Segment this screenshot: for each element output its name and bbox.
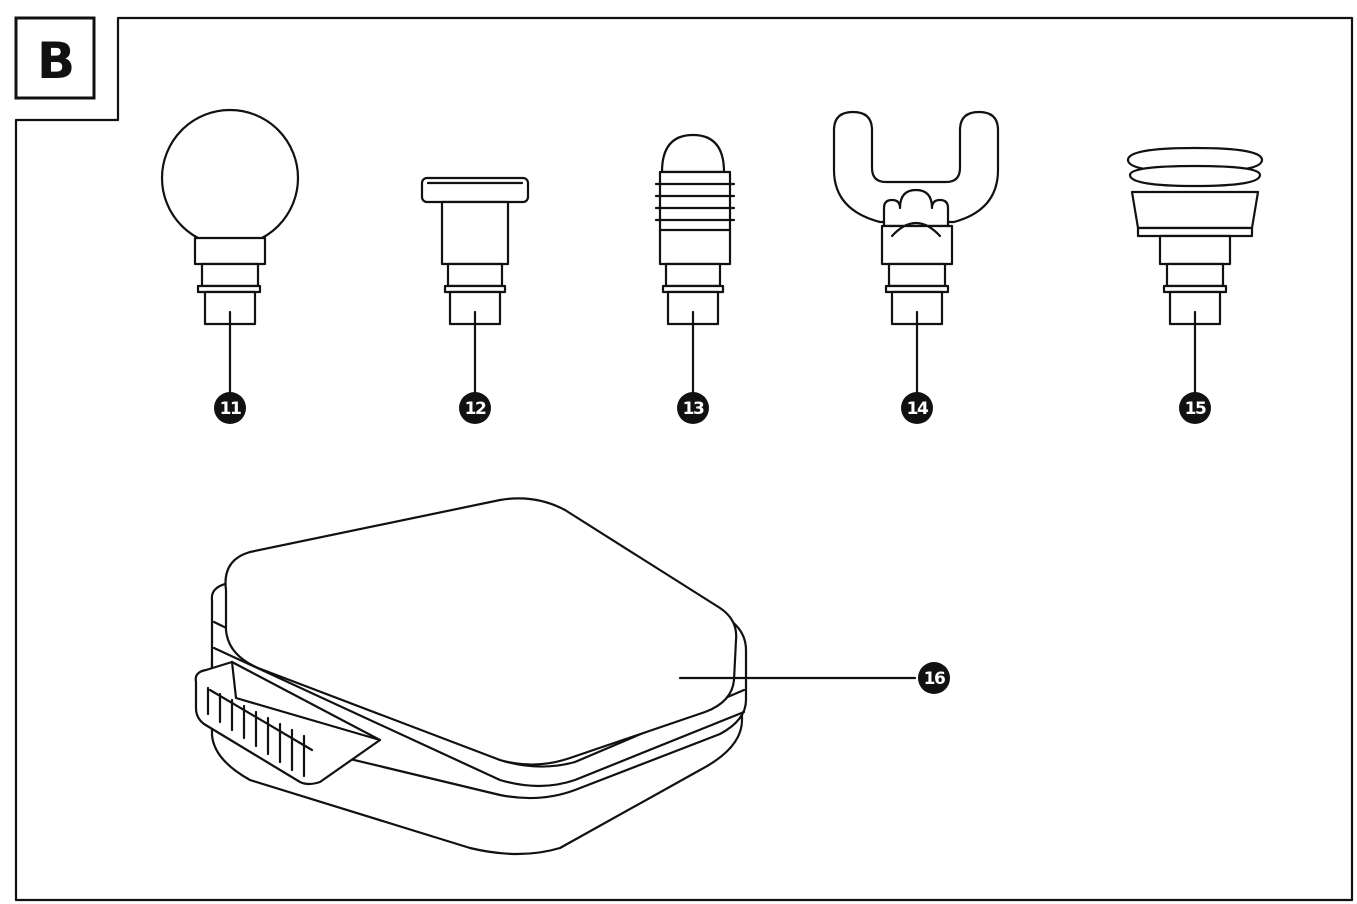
marker-16-circle [918,662,950,694]
cushion-attachment [1126,146,1264,394]
marker-15: 15 [1179,392,1211,424]
marker-11: 11 [214,392,246,424]
bullet-attachment [654,133,736,394]
marker-14-text: 14 [907,399,929,419]
panel-label: B [14,16,96,100]
marker-14-circle [901,392,933,424]
flat-attachment [420,176,530,394]
marker-12-text: 12 [465,399,486,419]
fork-attachment [832,110,1000,394]
marker-13: 13 [677,392,709,424]
panel-label-box [14,16,96,100]
marker-12-circle [459,392,491,424]
marker-16: 16 [918,662,950,694]
marker-16-text: 16 [924,669,945,689]
diagram-frame [14,16,1354,902]
marker-11-circle [214,392,246,424]
marker-13-circle [677,392,709,424]
marker-15-circle [1179,392,1211,424]
ball-attachment [160,108,300,394]
marker-15-text: 15 [1185,399,1206,419]
panel-label-text: B [37,32,75,90]
marker-11-text: 11 [220,399,241,419]
marker-13-text: 13 [683,399,704,419]
marker-12: 12 [459,392,491,424]
storage-case [194,497,917,856]
marker-14: 14 [901,392,933,424]
